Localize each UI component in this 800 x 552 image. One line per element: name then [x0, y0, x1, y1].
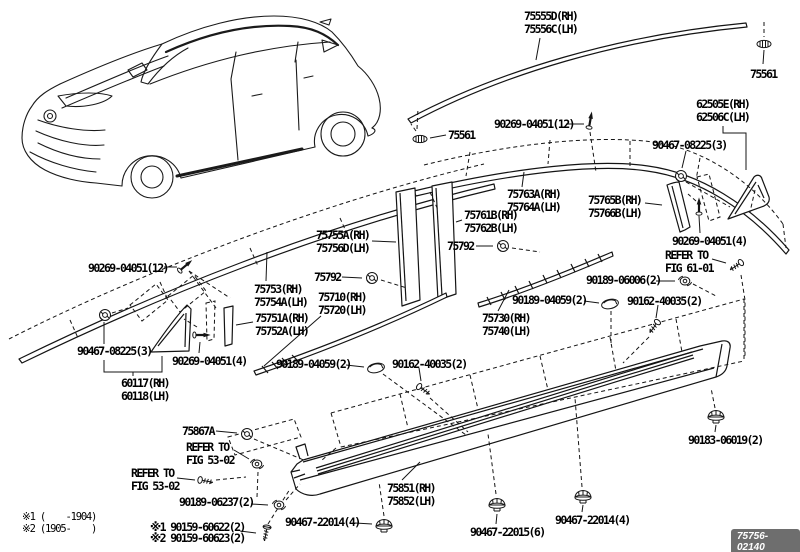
- nut-clip-icon: [272, 499, 286, 511]
- part-label-75763[interactable]: 75763A(RH) 75764A(LH): [507, 187, 562, 214]
- grommet-icon: [366, 272, 378, 284]
- car-illustration: [21, 15, 381, 199]
- nut-clip-icon: [678, 275, 692, 287]
- part-label-75792-left[interactable]: 75792: [314, 270, 342, 284]
- figure-badge[interactable]: 75756-02140: [731, 529, 800, 552]
- part-label-75851[interactable]: 75851(RH) 75852(LH): [387, 481, 437, 508]
- part-label-90269-04051-12-left[interactable]: 90269-04051(12): [88, 261, 169, 275]
- part-label-75730[interactable]: 75730(RH) 75740(LH): [482, 311, 532, 338]
- part-label-75755[interactable]: 75755A(RH) 75756D(LH): [316, 228, 371, 255]
- belt-moulding-75710: [253, 292, 448, 376]
- push-clip-icon: [375, 519, 393, 533]
- projection-lines: [8, 22, 787, 525]
- refer-fig-53-02-link-a[interactable]: REFER TO FIG 53-02: [186, 440, 236, 467]
- roof-moulding-75555: [407, 22, 748, 124]
- part-label-90467-22014-left[interactable]: 90467-22014(4): [285, 515, 361, 529]
- nut-clip-icon: [250, 458, 264, 470]
- part-label-90189-04059-left[interactable]: 90189-04059(2): [276, 357, 352, 371]
- grommet-icon: [99, 309, 111, 321]
- screw-icon: [260, 523, 272, 543]
- pad-clip-icon: [600, 297, 620, 311]
- refer-fig-61-01-link[interactable]: REFER TO FIG 61-01: [665, 248, 715, 275]
- part-label-90159-60623[interactable]: ※2 90159-60623(2): [150, 531, 246, 545]
- pillar-strip-75755: [395, 187, 421, 307]
- bolt-icon: [727, 258, 746, 274]
- front-frame-moulding-75753: [18, 183, 496, 364]
- part-label-90269-04051-4-right[interactable]: 90269-04051(4): [672, 234, 748, 248]
- pad-clip-icon: [366, 361, 386, 375]
- part-label-75751[interactable]: 75751A(RH) 75752A(LH): [255, 311, 310, 338]
- pin-icon: [585, 112, 596, 131]
- part-label-75765[interactable]: 75765B(RH) 75766B(LH): [588, 193, 643, 220]
- part-label-90189-06006[interactable]: 90189-06006(2): [586, 273, 662, 287]
- clip-icon: [412, 134, 428, 144]
- part-label-90467-08225-right[interactable]: 90467-08225(3): [652, 138, 728, 152]
- part-label-75555[interactable]: 75555D(RH) 75556C(LH): [524, 9, 579, 36]
- rocker-moulding-body: [290, 340, 731, 496]
- part-label-90162-40035-left[interactable]: 90162-40035(2): [392, 357, 468, 371]
- grommet-icon: [497, 240, 509, 252]
- part-label-90467-22015[interactable]: 90467-22015(6): [470, 525, 546, 539]
- push-clip-icon: [707, 410, 725, 424]
- pillar-sliver-75751: [223, 305, 234, 347]
- part-label-90269-04051-4-left[interactable]: 90269-04051(4): [172, 354, 248, 368]
- leader-lines: [103, 37, 765, 534]
- part-label-90159-60622[interactable]: ※1 90159-60622(2): [150, 520, 246, 534]
- part-label-90467-22014-right[interactable]: 90467-22014(4): [555, 513, 631, 527]
- grommet-icon: [241, 428, 253, 440]
- part-label-75710[interactable]: 75710(RH) 75720(LH): [318, 290, 368, 317]
- part-label-90269-04051-12-top[interactable]: 90269-04051(12): [494, 117, 575, 131]
- part-label-90189-06237[interactable]: 90189-06237(2): [179, 495, 255, 509]
- bolt-icon: [414, 382, 433, 398]
- part-shapes: [18, 22, 790, 496]
- pillar-strip-75761: [431, 181, 457, 301]
- grommet-icon: [675, 170, 687, 182]
- applicability-note-2: ※2 (1905- ): [22, 523, 97, 535]
- clip-icon: [756, 39, 772, 49]
- applicability-note-1: ※1 ( -1904): [22, 511, 97, 523]
- part-label-62505[interactable]: 62505E(RH) 62506C(LH): [696, 97, 751, 124]
- part-label-75867A[interactable]: 75867A: [182, 424, 216, 438]
- push-clip-icon: [488, 498, 506, 512]
- part-label-75561-mid[interactable]: 75561: [448, 128, 476, 142]
- part-label-75792-right[interactable]: 75792: [447, 239, 475, 253]
- part-label-60117[interactable]: 60117(RH) 60118(LH): [121, 376, 171, 403]
- part-label-75761[interactable]: 75761B(RH) 75762B(LH): [464, 208, 519, 235]
- part-label-90183-06019[interactable]: 90183-06019(2): [688, 433, 764, 447]
- rear-frame-moulding-75763: [413, 162, 790, 255]
- bolt-icon: [196, 475, 214, 487]
- part-label-90467-08225-left[interactable]: 90467-08225(3): [77, 344, 153, 358]
- refer-fig-53-02-link-b[interactable]: REFER TO FIG 53-02: [131, 466, 181, 493]
- pin-icon: [695, 198, 703, 216]
- push-clip-icon: [574, 490, 592, 504]
- part-label-75561-top[interactable]: 75561: [750, 67, 778, 81]
- part-label-90162-40035-right[interactable]: 90162-40035(2): [627, 294, 703, 308]
- part-label-90189-04059-right[interactable]: 90189-04059(2): [512, 293, 588, 307]
- rocker-strip-75851: [315, 351, 693, 469]
- part-label-75753[interactable]: 75753(RH) 75754A(LH): [254, 282, 309, 309]
- pillar-sliver-75765: [666, 181, 691, 233]
- bolt-icon: [646, 317, 662, 336]
